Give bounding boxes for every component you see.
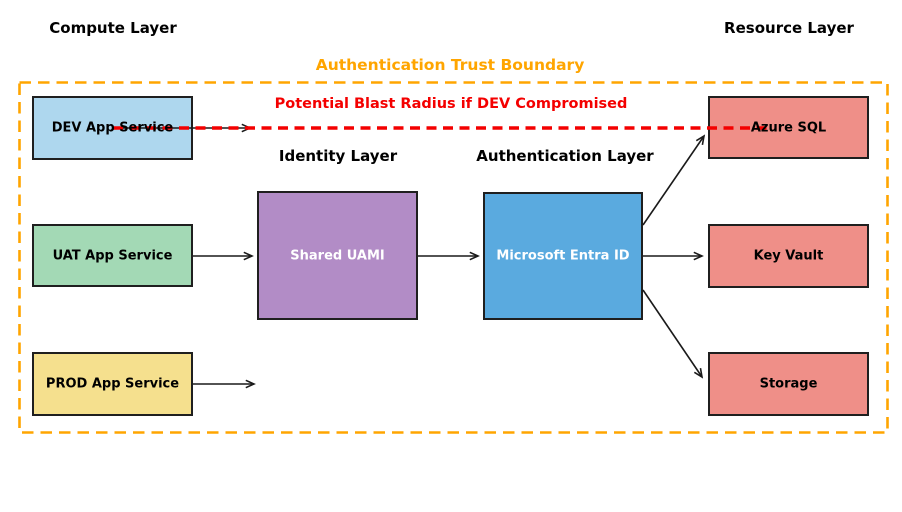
identity-layer-label: Identity Layer: [278, 147, 398, 165]
dev-app-service-label: DEV App Service: [51, 120, 174, 136]
trust-boundary-title: Authentication Trust Boundary: [315, 56, 585, 74]
prod-app-service-label: PROD App Service: [45, 376, 180, 392]
azure-sql-label: Azure SQL: [750, 120, 827, 135]
microsoft-entra-id-label: Microsoft Entra ID: [496, 248, 630, 264]
storage-label: Storage: [759, 376, 818, 392]
authentication-layer-label: Authentication Layer: [476, 147, 654, 165]
blast-radius-warning: Potential Blast Radius if DEV Compromise…: [274, 96, 628, 112]
compute-layer-label: Compute Layer: [49, 19, 177, 37]
shared-uami-label: Shared UAMI: [290, 248, 385, 263]
uat-app-service-label: UAT App Service: [52, 248, 173, 263]
key-vault-label: Key Vault: [753, 248, 824, 264]
arrow-entra-to-storage: [642, 289, 704, 379]
resource-layer-label: Resource Layer: [724, 19, 854, 37]
